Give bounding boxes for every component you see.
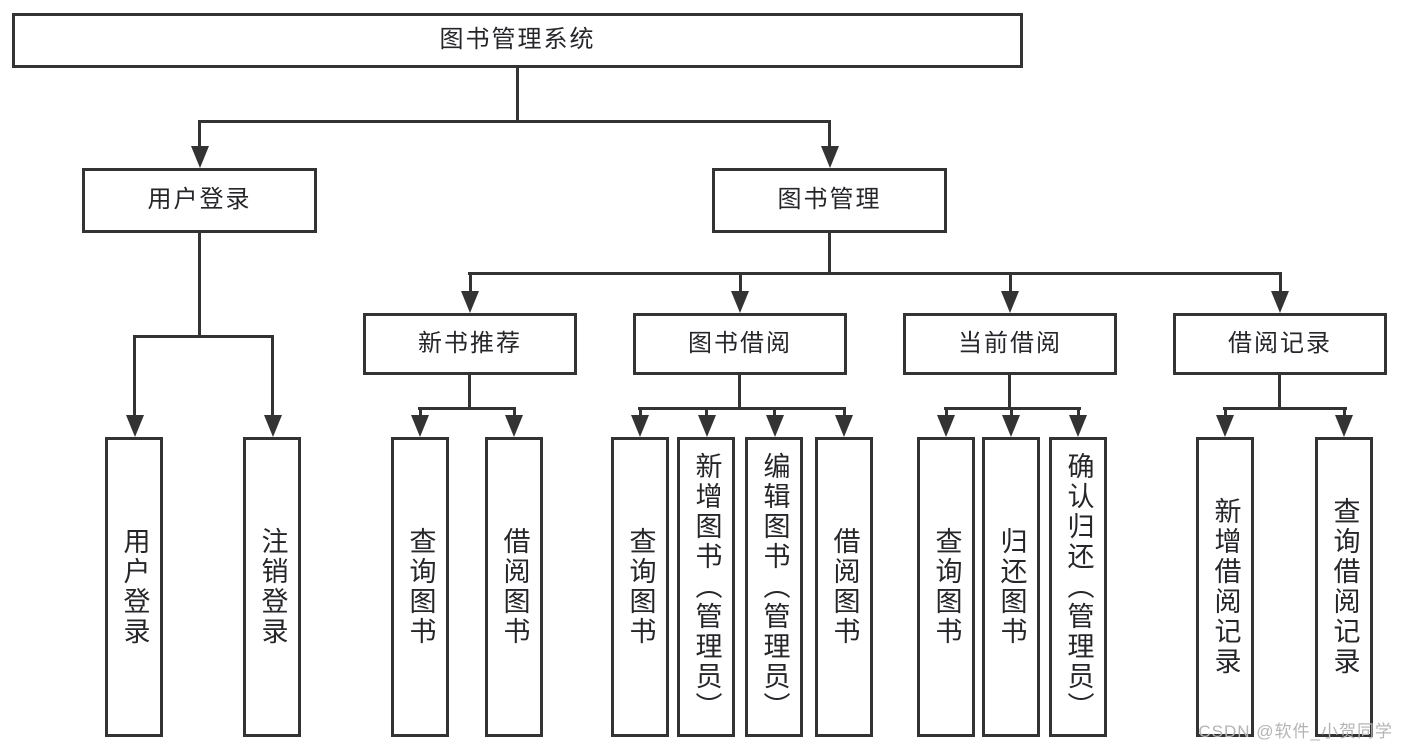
leaf-current-confirm-admin: 确认归还（管理员）	[1049, 437, 1107, 737]
arrow-head	[765, 415, 784, 437]
leaf-records-query-label: 查询借阅记录	[1329, 497, 1360, 677]
connector-arrow-line	[468, 272, 472, 293]
leaf-logout: 注销登录	[243, 437, 301, 737]
connector-arrow-line	[944, 407, 948, 417]
leaf-records-query: 查询借阅记录	[1315, 437, 1373, 737]
connector-stem	[1278, 375, 1281, 410]
leaf-borrow-add-admin-label: 新增图书（管理员）	[691, 452, 722, 722]
connector-rail	[198, 120, 831, 123]
node-book-borrow-label: 图书借阅	[688, 329, 792, 357]
connector-arrow-line	[828, 120, 831, 148]
node-new-book-recommend: 新书推荐	[363, 313, 577, 375]
arrow-head	[1069, 415, 1087, 437]
watermark: CSDN @软件_小贺同学	[1198, 722, 1393, 741]
leaf-current-return: 归还图书	[982, 437, 1040, 737]
connector-arrow-line	[773, 407, 776, 417]
leaf-current-query-label: 查询图书	[931, 527, 962, 647]
connector-stem	[468, 375, 471, 410]
connector-arrow-line	[1008, 272, 1012, 293]
node-library-system-label: 图书管理系统	[439, 26, 596, 54]
connector-arrow-line	[1009, 407, 1013, 417]
node-library-system: 图书管理系统	[12, 13, 1023, 68]
connector-arrow-line	[638, 407, 642, 417]
connector-arrow-line	[512, 407, 516, 417]
leaf-records-add-label: 新增借阅记录	[1210, 497, 1241, 677]
leaf-user-login-label: 用户登录	[119, 527, 150, 647]
connector-arrow-line	[198, 120, 201, 148]
node-book-management-label: 图书管理	[777, 186, 882, 214]
node-current-borrow-label: 当前借阅	[958, 329, 1062, 357]
connector-stem	[828, 233, 831, 275]
arrow-head	[731, 291, 749, 313]
leaf-user-login: 用户登录	[105, 437, 163, 737]
connector-rail	[1223, 407, 1347, 410]
node-borrow-records-label: 借阅记录	[1228, 329, 1332, 357]
node-user-login-label: 用户登录	[147, 186, 252, 214]
arrow-head	[820, 146, 839, 168]
connector-stem	[198, 233, 201, 338]
connector-arrow-line	[133, 335, 136, 417]
arrow-head	[1001, 291, 1019, 313]
leaf-records-add: 新增借阅记录	[1196, 437, 1254, 737]
leaf-logout-label: 注销登录	[257, 527, 288, 647]
arrow-head	[461, 291, 479, 313]
leaf-borrow-query-label: 查询图书	[625, 527, 656, 647]
connector-arrow-line	[1223, 407, 1227, 417]
connector-arrow-line	[842, 407, 846, 417]
arrow-head	[937, 415, 955, 437]
leaf-borrow-edit-admin: 编辑图书（管理员）	[745, 437, 803, 737]
connector-stem	[516, 68, 519, 123]
connector-rail	[944, 407, 1081, 410]
leaf-borrow-edit-admin-label: 编辑图书（管理员）	[759, 452, 790, 722]
arrow-head	[1002, 415, 1020, 437]
leaf-current-query: 查询图书	[917, 437, 975, 737]
connector-arrow-line	[1076, 407, 1080, 417]
leaf-newbooks-borrow-label: 借阅图书	[499, 527, 530, 647]
leaf-current-return-label: 归还图书	[996, 527, 1027, 647]
leaf-borrow-book: 借阅图书	[815, 437, 873, 737]
arrow-head	[505, 415, 523, 437]
arrow-head	[835, 415, 853, 437]
leaf-newbooks-query-label: 查询图书	[405, 527, 436, 647]
arrow-head	[1216, 415, 1234, 437]
arrow-head	[125, 415, 144, 437]
node-book-borrow: 图书借阅	[633, 313, 847, 375]
connector-arrow-line	[1278, 272, 1282, 293]
arrow-head	[1335, 415, 1353, 437]
connector-stem	[1008, 375, 1011, 410]
leaf-borrow-add-admin: 新增图书（管理员）	[677, 437, 735, 737]
arrow-head	[411, 415, 429, 437]
connector-rail	[418, 407, 516, 410]
connector-arrow-line	[418, 407, 422, 417]
connector-arrow-line	[271, 335, 274, 417]
leaf-borrow-book-label: 借阅图书	[829, 527, 860, 647]
connector-arrow-line	[738, 272, 742, 293]
arrow-head	[697, 415, 716, 437]
connector-rail	[638, 407, 846, 410]
leaf-newbooks-query: 查询图书	[391, 437, 449, 737]
node-new-book-recommend-label: 新书推荐	[418, 329, 522, 357]
connector-arrow-line	[705, 407, 708, 417]
arrow-head	[190, 146, 209, 168]
leaf-newbooks-borrow: 借阅图书	[485, 437, 543, 737]
node-current-borrow: 当前借阅	[903, 313, 1117, 375]
arrow-head	[263, 415, 282, 437]
node-borrow-records: 借阅记录	[1173, 313, 1387, 375]
leaf-borrow-query: 查询图书	[611, 437, 669, 737]
arrow-head	[631, 415, 649, 437]
connector-stem	[738, 375, 741, 410]
connector-rail	[468, 272, 1282, 275]
node-book-management: 图书管理	[712, 168, 947, 233]
node-user-login: 用户登录	[82, 168, 317, 233]
leaf-current-confirm-admin-label: 确认归还（管理员）	[1063, 452, 1094, 722]
connector-arrow-line	[1342, 407, 1346, 417]
connector-rail	[133, 335, 274, 338]
arrow-head	[1271, 291, 1289, 313]
